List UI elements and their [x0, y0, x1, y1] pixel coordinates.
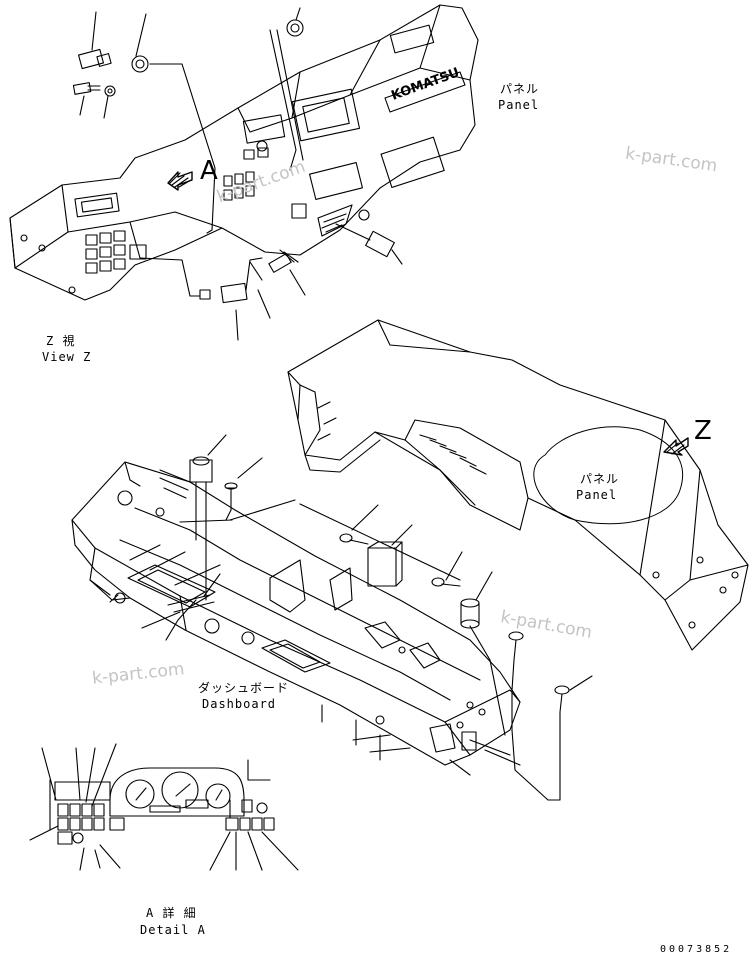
dashboard-parts: [109, 434, 593, 801]
panel-top-label-en: Panel: [498, 98, 540, 112]
top-panel-wiring: [139, 223, 403, 341]
dashboard-assembly: [71, 461, 521, 766]
detail-a-label-jp: A 詳 細: [146, 906, 197, 920]
detail-a-label-en: Detail A: [140, 923, 206, 937]
top-left-parts: [72, 7, 304, 234]
detail-a: [29, 743, 299, 871]
view-z-label-jp: Z 視: [46, 334, 76, 348]
top-panel-assembly: [9, 4, 479, 301]
view-letter-a: A: [200, 156, 218, 186]
view-z-label-en: View Z: [42, 350, 92, 364]
panel-mid-label-en: Panel: [576, 488, 618, 502]
panel-mid-label-jp: パネル: [580, 472, 620, 486]
dashboard-label-en: Dashboard: [202, 697, 277, 711]
mid-panel-assembly: [287, 319, 749, 651]
panel-top-label-jp: パネル: [500, 82, 540, 96]
view-letter-z: Z: [694, 416, 712, 446]
document-number: 00073852: [660, 944, 733, 955]
dashboard-label-jp: ダッシュボード: [198, 681, 290, 695]
